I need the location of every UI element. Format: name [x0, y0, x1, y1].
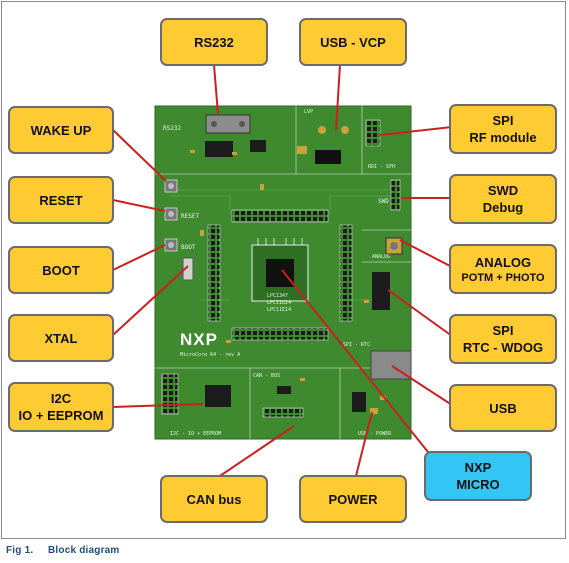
chip-line-3: LPC11E14 [267, 307, 291, 313]
label-reset: RESET [8, 176, 114, 224]
label-xtal: XTAL [8, 314, 114, 362]
leader-spi-rf [379, 126, 453, 136]
leader-xtal [112, 265, 189, 336]
label-spi-rtc-line2: RTC - WDOG [462, 340, 544, 355]
label-swd-line1: SWD [487, 183, 519, 198]
label-swd-line2: Debug [482, 200, 524, 215]
label-rs232: RS232 [160, 18, 268, 66]
label-swd: SWD Debug [449, 174, 557, 224]
label-analog: ANALOG POTM + PHOTO [449, 244, 557, 294]
label-can-bus: CAN bus [160, 475, 268, 523]
label-nxp-micro-line1: NXP [464, 460, 492, 475]
label-usb-vcp-text: USB - VCP [320, 34, 386, 50]
figure-frame [1, 1, 566, 539]
board-subtitle: MicroCore 64 - rev A [180, 352, 240, 358]
leader-spi-rtc [387, 289, 453, 337]
label-rs232-text: RS232 [194, 34, 234, 50]
leader-usb [391, 365, 453, 406]
leader-rs232 [213, 64, 219, 115]
leader-reset [112, 199, 166, 212]
label-nxp-micro-line2: MICRO [456, 477, 500, 492]
label-usb-text: USB [489, 400, 517, 416]
leader-analog [399, 239, 453, 268]
label-usb: USB [449, 384, 557, 432]
silk-reset: RESET [181, 213, 199, 220]
label-xtal-text: XTAL [44, 330, 78, 346]
figure-caption: Fig 1. Block diagram [6, 545, 120, 556]
silk-analog: ANALOG [372, 254, 390, 260]
label-spi-rtc: SPI RTC - WDOG [449, 314, 557, 364]
pcb-board [154, 105, 412, 440]
label-boot: BOOT [8, 246, 114, 294]
silk-lvp: LVP [304, 109, 313, 115]
label-reset-text: RESET [39, 192, 83, 208]
label-i2c-line1: I2C [50, 391, 72, 406]
label-spi-rf: SPI RF module [449, 104, 557, 154]
chip-line-1: LPC1347 [267, 293, 288, 299]
leader-nxp-micro [281, 269, 429, 453]
silk-swd: SWD [378, 198, 389, 205]
figure-label: Fig 1. [6, 545, 34, 556]
silk-i2c: I2C - IO + EEPROM [170, 431, 221, 437]
leader-usb-vcp [335, 64, 341, 131]
label-analog-line1: ANALOG [474, 254, 532, 270]
chip-line-2: LPC11U24 [267, 300, 291, 306]
leader-wake-up [112, 129, 167, 182]
silk-spi-rtc: SPI - RTC [343, 342, 370, 348]
board-brand: NXP [180, 330, 218, 349]
label-can-bus-text: CAN bus [186, 491, 242, 507]
label-i2c-line2: IO + EEPROM [18, 408, 104, 423]
label-power: POWER [299, 475, 407, 523]
label-analog-line2: POTM + PHOTO [461, 271, 545, 284]
label-spi-rf-line1: SPI [492, 113, 514, 128]
label-wake-up-text: WAKE UP [30, 122, 92, 138]
silk-usb-power: USB - POWER [358, 431, 392, 437]
label-power-text: POWER [328, 491, 378, 507]
label-usb-vcp: USB - VCP [299, 18, 407, 66]
label-spi-rtc-line1: SPI [492, 323, 514, 338]
silk-rs232: RS232 [163, 125, 181, 132]
label-i2c: I2C IO + EEPROM [8, 382, 114, 432]
figure-title: Block diagram [48, 545, 120, 556]
leader-lines [112, 64, 453, 481]
silk-boot: BOOT [181, 244, 196, 251]
label-wake-up: WAKE UP [8, 106, 114, 154]
label-boot-text: BOOT [42, 262, 80, 278]
silk-can-bus: CAN - BUS [253, 373, 280, 379]
label-spi-rf-line2: RF module [469, 130, 537, 145]
leader-boot [112, 244, 166, 271]
label-nxp-micro: NXP MICRO [424, 451, 532, 501]
leader-i2c [112, 403, 204, 408]
silk-rf: RDI - SFH [368, 164, 395, 170]
leader-power [354, 411, 373, 481]
leader-can-bus [213, 425, 295, 481]
